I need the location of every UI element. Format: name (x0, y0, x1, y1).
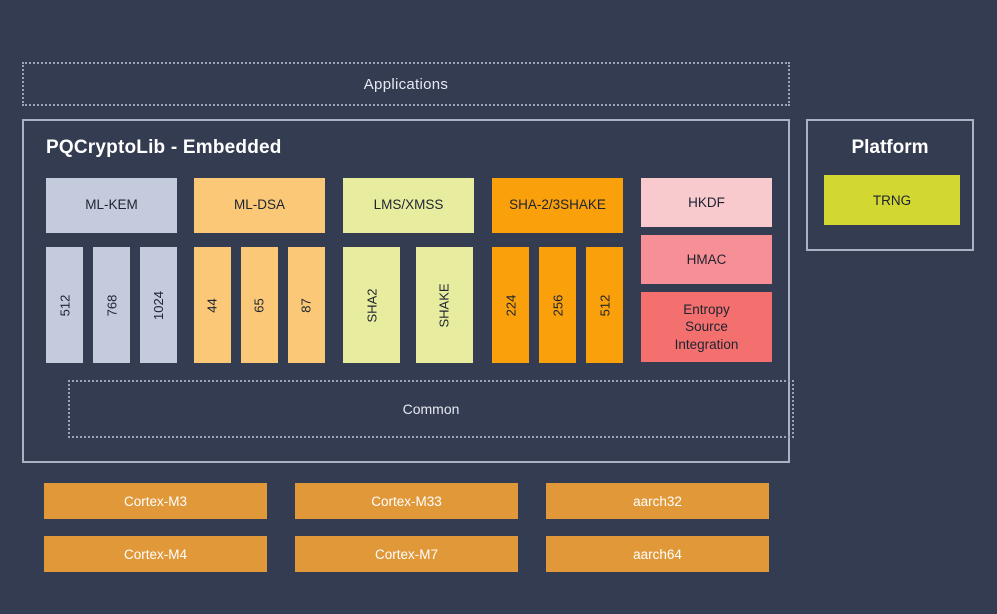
library-title: PQCryptoLib - Embedded (46, 137, 282, 158)
algorithm-family-1: ML-DSA (194, 178, 325, 233)
processor-chip-label: aarch64 (633, 546, 682, 562)
parameter-bar-label: 65 (252, 297, 267, 313)
parameter-bar-label: 1024 (150, 290, 166, 320)
primitive-block-1: HMAC (641, 235, 772, 284)
parameter-bar-2-0: SHA2 (343, 247, 400, 363)
parameter-bar-label: 44 (205, 297, 220, 313)
algorithm-family-label: SHA-2/3 (509, 197, 561, 213)
parameter-bar-1-1: 65 (241, 247, 278, 363)
algorithm-family-0: ML-KEM (46, 178, 177, 233)
pqcryptolib-panel: PQCryptoLib - Embedded ML-KEM ML-DSA LMS/X… (22, 119, 794, 463)
processor-chip-label: Cortex-M4 (123, 546, 187, 562)
parameter-bar-3-2: 512 (586, 247, 623, 363)
algorithm-family-label: ML-KEM (85, 197, 138, 213)
common-label: Common (402, 401, 460, 417)
parameter-bar-1-2: 87 (288, 247, 325, 363)
parameter-bar-label: 87 (299, 297, 314, 313)
algorithm-family-label: LMS/XMSS (373, 197, 444, 213)
parameter-bar-label: 256 (549, 294, 565, 316)
parameter-bar-0-0: 512 (46, 247, 83, 363)
trng-label: TRNG (872, 192, 912, 208)
algorithm-family-2: LMS/XMSS (343, 178, 474, 233)
parameter-bar-3-1: 256 (539, 247, 576, 363)
primitive-block-0: HKDF (641, 178, 772, 227)
applications-layer: Applications (22, 62, 790, 106)
processor-chip-label: Cortex-M33 (371, 493, 442, 509)
processor-chip-label: Cortex-M3 (123, 493, 187, 509)
primitive-block-label: Integration (674, 336, 739, 352)
common-layer: Common (68, 380, 794, 438)
processor-chip-label: aarch32 (633, 493, 682, 509)
platform-title: Platform (851, 137, 929, 158)
parameter-bar-0-1: 768 (93, 247, 130, 363)
algorithm-family-label: SHAKE (560, 197, 606, 213)
parameter-bar-3-0: 224 (492, 247, 529, 363)
primitive-block-label: Source (685, 319, 728, 335)
primitive-block-label: HKDF (688, 194, 725, 210)
parameter-bar-label: 512 (596, 294, 612, 316)
parameter-bar-1-0: 44 (194, 247, 231, 363)
parameter-bar-0-2: 1024 (140, 247, 177, 363)
processor-chip-label: Cortex-M7 (374, 546, 438, 562)
parameter-bar-label: SHA2 (364, 288, 379, 322)
processor-chip-5: aarch64 (546, 536, 769, 572)
processor-chip-2: aarch32 (546, 483, 769, 519)
processor-chip-1: Cortex-M33 (295, 483, 518, 519)
processor-chip-3: Cortex-M4 (44, 536, 267, 572)
algorithm-family-label: ML-DSA (233, 197, 285, 213)
parameter-bar-label: 768 (103, 294, 119, 316)
primitive-block-label: HMAC (686, 251, 727, 267)
processor-chip-0: Cortex-M3 (44, 483, 267, 519)
primitive-block-label: Entropy (683, 301, 730, 317)
parameter-bar-2-1: SHAKE (416, 247, 473, 363)
trng-block: TRNG (824, 175, 960, 225)
parameter-bar-label: 224 (502, 294, 518, 316)
applications-label: Applications (363, 75, 449, 93)
parameter-bar-label: 512 (56, 294, 72, 316)
platform-panel: Platform TRNG (806, 119, 974, 251)
processor-chip-4: Cortex-M7 (295, 536, 518, 572)
parameter-bar-label: SHAKE (436, 282, 452, 328)
